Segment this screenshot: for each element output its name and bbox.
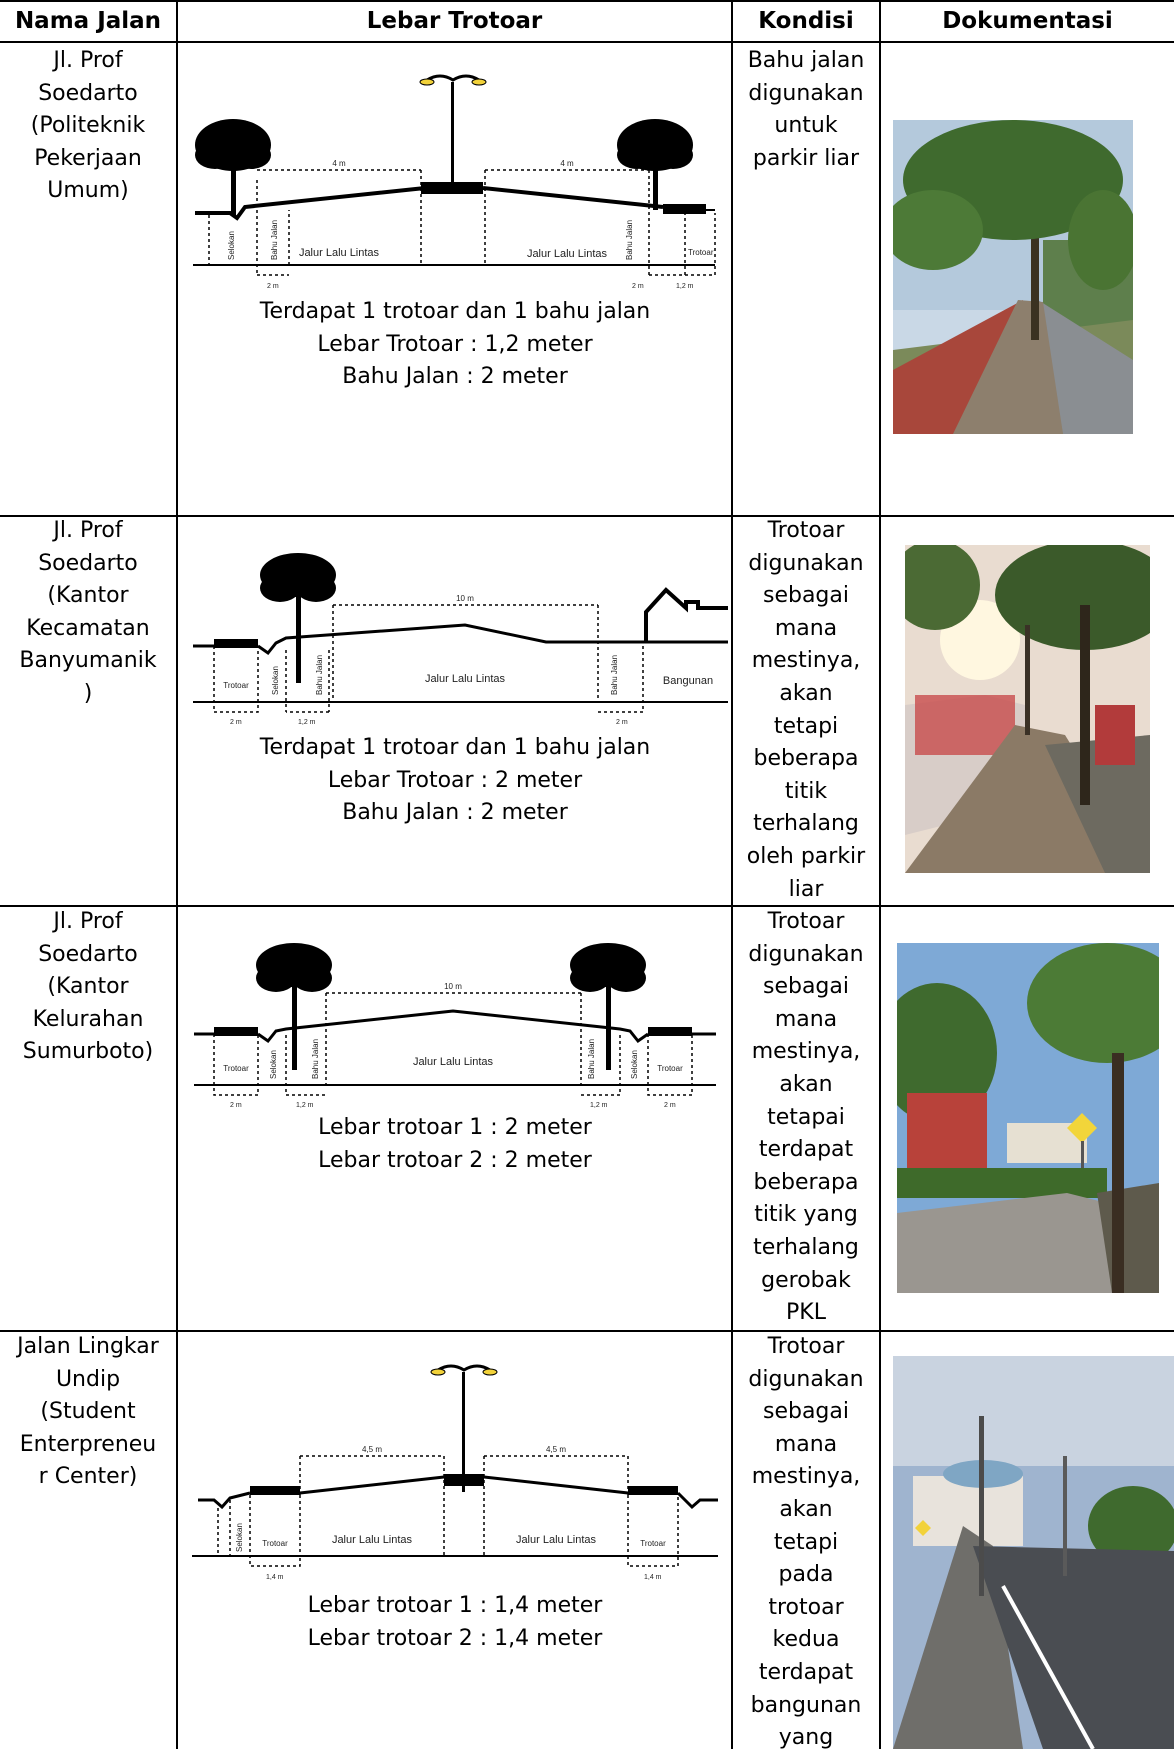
header-kondisi: Kondisi xyxy=(758,8,854,34)
row2-kondisi: Trotoar digunakan sebagai mana mestinya,… xyxy=(746,518,866,902)
dim-label: 4 m xyxy=(332,159,346,168)
caption-line: Lebar trotoar 1 : 2 meter xyxy=(318,1115,592,1140)
bahu-jalan-label: Bahu Jalan xyxy=(625,220,634,260)
road-cross-section-diagram-1: 4 m 4 m Jalur Lalu Lintas Jalur Lalu Lin… xyxy=(193,74,716,290)
header-dokumentasi: Dokumentasi xyxy=(942,8,1113,34)
table-border-col1 xyxy=(176,0,178,1749)
width-label: 1,4 m xyxy=(644,1574,662,1581)
road-cross-section-diagram-4: 4,5 m 4,5 m Jalur Lalu Lintas Jalur Lalu… xyxy=(192,1364,718,1581)
dim-label: 4 m xyxy=(560,159,574,168)
row2-caption: Terdapat 1 trotoar dan 1 bahu jalan Leba… xyxy=(180,732,730,830)
width-label: 2 m xyxy=(632,283,644,290)
street-photo-4 xyxy=(893,1356,1174,1749)
selokan-label: Selokan xyxy=(235,1523,244,1552)
table-border-col2 xyxy=(731,0,733,1749)
dim-label: 10 m xyxy=(456,594,474,603)
lane-label: Jalur Lalu Lintas xyxy=(332,1534,413,1546)
trotoar-label: Trotoar xyxy=(688,248,714,257)
width-label: 1,2 m xyxy=(298,719,316,726)
trotoar-label: Trotoar xyxy=(223,1064,249,1073)
bahu-jalan-label: Bahu Jalan xyxy=(311,1039,320,1079)
caption-line: Bahu Jalan : 2 meter xyxy=(342,800,568,825)
bahu-jalan-label: Bahu Jalan xyxy=(270,220,279,260)
dim-label: 4,5 m xyxy=(546,1445,566,1454)
table-border-top xyxy=(0,0,1174,2)
width-label: 1,4 m xyxy=(266,1574,284,1581)
dim-label: 4,5 m xyxy=(362,1445,382,1454)
caption-line: Lebar trotoar 2 : 1,4 meter xyxy=(307,1625,603,1651)
width-label: 2 m xyxy=(664,1102,676,1109)
selokan-label: Selokan xyxy=(227,231,236,260)
row3-nama-jalan: Jl. Prof Soedarto (Kantor Kelurahan Sumu… xyxy=(22,909,154,1065)
width-label: 1,2 m xyxy=(676,283,694,290)
row3-caption: Lebar trotoar 1 : 2 meter Lebar trotoar … xyxy=(180,1112,730,1177)
street-photo-2 xyxy=(905,545,1150,873)
table-border-col3 xyxy=(879,0,881,1749)
row1-kondisi: Bahu jalan digunakan untuk parkir liar xyxy=(747,48,865,171)
dim-label: 10 m xyxy=(444,982,462,991)
lane-label: Jalur Lalu Lintas xyxy=(527,248,608,260)
lane-label: Jalur Lalu Lintas xyxy=(425,673,506,685)
row1-caption: Terdapat 1 trotoar dan 1 bahu jalan Leba… xyxy=(180,296,730,394)
lane-label: Jalur Lalu Lintas xyxy=(413,1056,494,1068)
table-border-row2 xyxy=(0,905,1174,907)
street-photo-3 xyxy=(897,943,1159,1293)
lane-label: Jalur Lalu Lintas xyxy=(299,247,380,259)
bahu-jalan-label: Bahu Jalan xyxy=(587,1039,596,1079)
street-photo-1 xyxy=(893,120,1133,434)
caption-line: Bahu Jalan : 2 meter xyxy=(342,364,568,389)
caption-line: Lebar Trotoar : 2 meter xyxy=(327,767,583,793)
row3-kondisi: Trotoar digunakan sebagai mana mestinya,… xyxy=(748,909,864,1326)
bahu-jalan-label: Bahu Jalan xyxy=(315,655,324,695)
row4-nama-jalan: Jalan Lingkar Undip (Student Enterpreneu… xyxy=(17,1334,159,1490)
trotoar-label: Trotoar xyxy=(657,1064,683,1073)
header-nama-jalan: Nama Jalan xyxy=(14,8,162,34)
road-cross-section-diagram-3: 10 m Jalur Lalu Lintas Trotoar Trotoar S… xyxy=(194,943,716,1109)
caption-line: Terdapat 1 trotoar dan 1 bahu jalan xyxy=(259,735,651,760)
selokan-label: Selokan xyxy=(269,1050,278,1079)
width-label: 2 m xyxy=(230,719,242,726)
trotoar-label: Trotoar xyxy=(262,1539,288,1548)
caption-line: Terdapat 1 trotoar dan 1 bahu jalan xyxy=(259,299,651,324)
lane-label: Jalur Lalu Lintas xyxy=(516,1534,597,1546)
selokan-label: Selokan xyxy=(630,1050,639,1079)
row2-nama-jalan: Jl. Prof Soedarto (Kantor Kecamatan Bany… xyxy=(19,518,157,706)
table-border-row3 xyxy=(0,1330,1174,1332)
row4-caption: Lebar trotoar 1 : 1,4 meter Lebar trotoa… xyxy=(180,1590,730,1655)
trotoar-label: Trotoar xyxy=(223,681,249,690)
width-label: 2 m xyxy=(616,719,628,726)
width-label: 1,2 m xyxy=(590,1102,608,1109)
caption-line: Lebar trotoar 2 : 2 meter xyxy=(318,1147,592,1173)
row4-kondisi: Trotoar digunakan sebagai mana mestinya,… xyxy=(748,1334,864,1751)
caption-line: Lebar trotoar 1 : 1,4 meter xyxy=(307,1593,603,1618)
caption-line: Lebar Trotoar : 1,2 meter xyxy=(317,331,593,357)
table-border-header xyxy=(0,41,1174,43)
bangunan-label: Bangunan xyxy=(663,675,713,687)
selokan-label: Selokan xyxy=(271,666,280,695)
road-cross-section-diagram-2: 10 m Jalur Lalu Lintas Trotoar Selokan B… xyxy=(193,553,728,726)
trotoar-label: Trotoar xyxy=(640,1539,666,1548)
width-label: 1,2 m xyxy=(296,1102,314,1109)
width-label: 2 m xyxy=(267,283,279,290)
header-lebar-trotoar: Lebar Trotoar xyxy=(366,8,543,34)
width-label: 2 m xyxy=(230,1102,242,1109)
bahu-jalan-label: Bahu Jalan xyxy=(610,655,619,695)
row1-nama-jalan: Jl. Prof Soedarto (Politeknik Pekerjaan … xyxy=(30,48,146,204)
table-border-row1 xyxy=(0,515,1174,517)
